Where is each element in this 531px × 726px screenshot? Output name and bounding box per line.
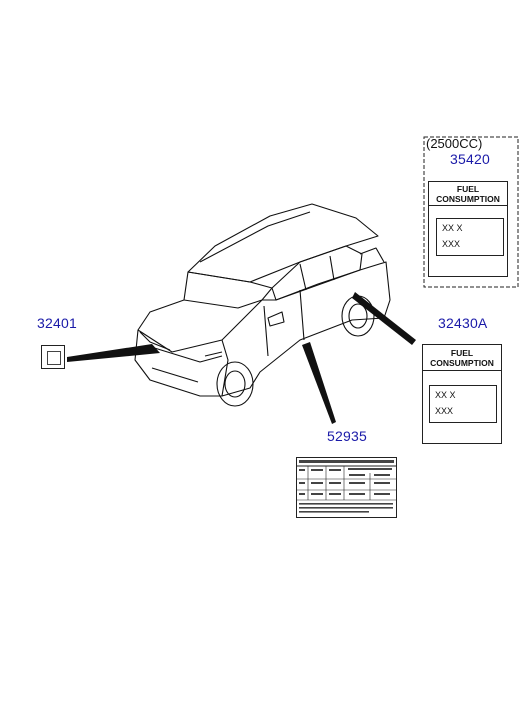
- fuel-label-title-2: CONSUMPTION: [436, 194, 500, 204]
- fuel-consumption-label-32430a: FUEL CONSUMPTION XX X XXX: [422, 344, 502, 444]
- leader-32401: [67, 344, 160, 362]
- engine-variant-caption: (2500CC): [426, 136, 483, 151]
- part-number-32430a[interactable]: 32430A: [438, 315, 488, 331]
- fuel-label-title-2: CONSUMPTION: [430, 358, 494, 368]
- fuel-label-title-1: FUEL: [450, 348, 474, 358]
- part-number-35420[interactable]: 35420: [450, 151, 490, 167]
- fuel-consumption-label-35420: FUEL CONSUMPTION XX X XXX: [428, 181, 508, 277]
- fuel-label-row-1: XX X: [442, 223, 463, 233]
- leader-52935: [302, 342, 336, 424]
- tire-pressure-label-52935: [296, 457, 397, 518]
- fuel-label-row-1: XX X: [435, 390, 456, 400]
- fuel-label-row-2: XXX: [442, 239, 461, 249]
- fuel-label-title-1: FUEL: [456, 184, 480, 194]
- label-32401: [41, 345, 65, 369]
- part-number-52935[interactable]: 52935: [327, 428, 367, 444]
- fuel-label-row-2: XXX: [435, 406, 454, 416]
- part-number-32401[interactable]: 32401: [37, 315, 77, 331]
